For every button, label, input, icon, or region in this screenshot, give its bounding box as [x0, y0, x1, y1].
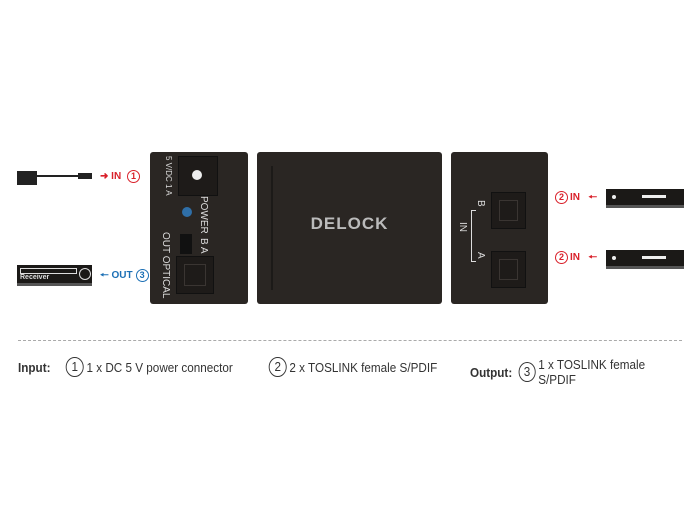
source-player-2-icon	[606, 250, 684, 269]
in-2-number: 2	[555, 191, 568, 204]
optical-in-b-port	[491, 192, 526, 229]
in-label: IN	[457, 222, 468, 232]
power-led	[182, 207, 192, 217]
in-2-bottom-label: IN	[570, 252, 580, 263]
dc-power-jack	[178, 156, 218, 196]
optical-in-a-port	[491, 251, 526, 288]
power-rating-label: 5 V/DC 1 A	[164, 156, 173, 196]
legend-number-2: 2	[268, 357, 287, 377]
in-2-number: 2	[555, 251, 568, 264]
port-a-label: A	[475, 252, 486, 259]
input-label: Input:	[18, 359, 51, 375]
power-plug-tip	[78, 173, 92, 179]
out-optical-label: OUT OPTICAL	[160, 232, 171, 299]
in-2-top-label: IN	[570, 192, 580, 203]
divider	[18, 340, 682, 341]
in-1-annotation: ➜ IN 1	[100, 170, 143, 183]
power-label: POWER	[198, 196, 209, 234]
legend-item-2: 2 x TOSLINK female S/PDIF	[289, 359, 438, 375]
legend-number-1: 1	[65, 357, 84, 377]
input-select-switch[interactable]	[180, 234, 192, 254]
source-player-1-icon	[606, 189, 684, 208]
legend-output: Output: 3 1 x TOSLINK female S/PDIF	[470, 357, 677, 387]
out-3-number: 3	[135, 269, 149, 282]
power-cable	[36, 175, 81, 177]
in-1-number: 1	[126, 170, 140, 183]
device-top: DELOCK	[257, 152, 442, 304]
device-left-side: 5 V/DC 1 A POWER B A OUT OPTICAL	[150, 152, 248, 304]
output-label: Output:	[470, 364, 513, 380]
port-b-label: B	[475, 200, 486, 207]
legend-input: Input: 1 1 x DC 5 V power connector	[18, 357, 233, 377]
optical-out-port	[176, 256, 214, 294]
legend-input-2: 2 2 x TOSLINK female S/PDIF	[266, 357, 437, 377]
in-1-label: IN	[111, 171, 122, 182]
power-adapter-icon	[17, 171, 37, 185]
receiver-icon: Receiver	[17, 265, 92, 286]
switch-labels: B A	[198, 238, 209, 254]
legend-item-3: 1 x TOSLINK female S/PDIF	[538, 357, 646, 387]
device-right-side: B IN A	[451, 152, 548, 304]
legend-number-3: 3	[518, 362, 536, 382]
out-3-label: OUT	[111, 270, 133, 281]
legend-item-1: 1 x DC 5 V power connector	[86, 359, 233, 375]
delock-logo: DELOCK	[310, 214, 389, 233]
receiver-label: Receiver	[20, 274, 50, 281]
